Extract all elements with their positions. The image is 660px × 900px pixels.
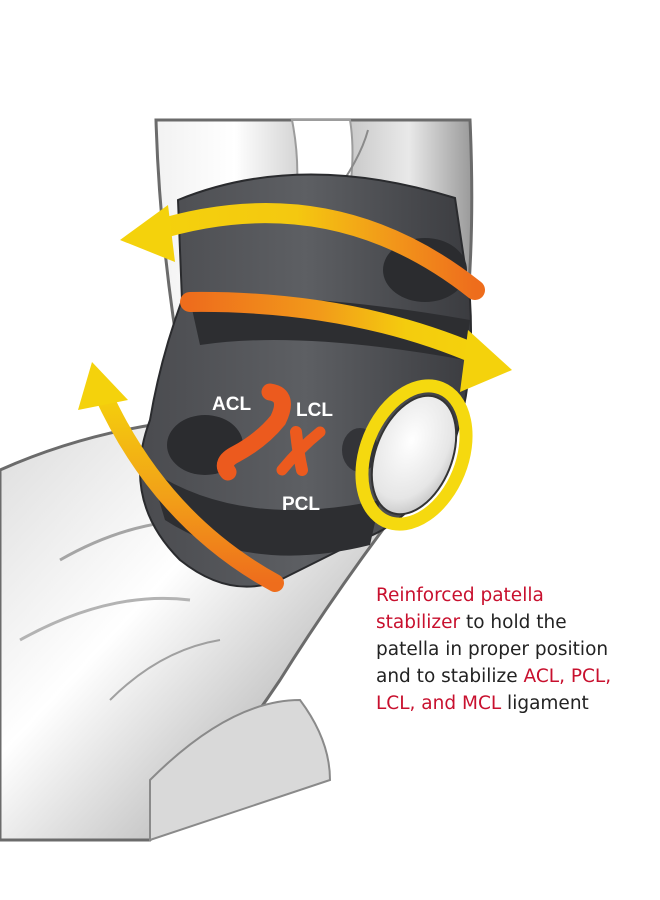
caption-text-4: and to stabilize bbox=[376, 666, 524, 687]
caption-highlight-stabilizer: stabilizer bbox=[376, 612, 461, 633]
caption-line-4: and to stabilize ACL, PCL, bbox=[376, 663, 646, 690]
caption-line-2: stabilizer to hold the bbox=[376, 609, 646, 636]
patella-stabilizer bbox=[355, 379, 473, 531]
caption-line-1: Reinforced patella bbox=[376, 585, 544, 606]
feature-caption: Reinforced patella stabilizer to hold th… bbox=[376, 582, 646, 717]
curved-arrow-up-left-icon bbox=[78, 362, 284, 592]
pcl-label: PCL bbox=[282, 494, 320, 515]
caption-highlight-lcl-mcl: LCL, and MCL bbox=[376, 693, 502, 714]
curved-arrow-right-icon bbox=[180, 291, 512, 392]
caption-text-5: ligament bbox=[501, 693, 589, 714]
caption-highlight-acl-pcl: ACL, PCL, bbox=[523, 666, 612, 687]
acl-ligament bbox=[216, 383, 291, 481]
acl-label: ACL bbox=[212, 394, 251, 415]
pcl-ligament bbox=[276, 426, 326, 476]
lcl-label: LCL bbox=[296, 400, 333, 421]
caption-line-5: LCL, and MCL ligament bbox=[376, 690, 646, 717]
caption-text-2: to hold the bbox=[460, 612, 567, 633]
ligaments bbox=[216, 383, 326, 481]
caption-line-3: patella in proper position bbox=[376, 639, 609, 660]
curved-arrow-left-icon bbox=[120, 203, 485, 300]
